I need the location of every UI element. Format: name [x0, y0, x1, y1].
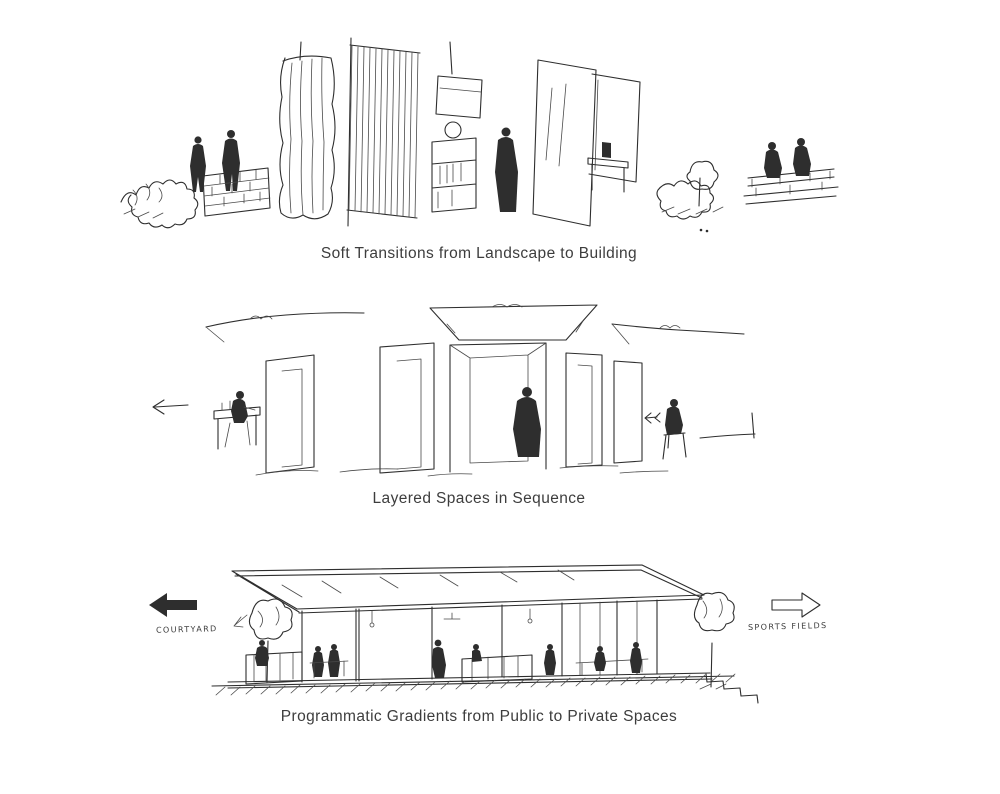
ceiling-fixtures [369, 608, 533, 628]
landscape-right [656, 160, 724, 220]
wall-layers [265, 342, 643, 474]
slat-screen [346, 37, 421, 227]
shelf-unit [431, 121, 477, 213]
right-arrow-icon [771, 592, 821, 618]
soft-transitions-sketch [120, 37, 839, 233]
glass-panels [532, 59, 641, 227]
brick-wall [202, 167, 271, 217]
layered-spaces-sketch [152, 304, 756, 477]
standing-figures-left [190, 130, 240, 192]
steps-right [705, 673, 759, 704]
interior-figures [245, 639, 649, 685]
programmatic-gradients-sketch [149, 564, 821, 704]
caption-programmatic-gradients: Programmatic Gradients from Public to Pr… [280, 708, 678, 725]
roof-plane [231, 564, 705, 614]
ground-lines [255, 465, 669, 477]
courtyard-pointer [233, 614, 248, 628]
center-figure [513, 387, 541, 457]
label-courtyard: COURTYARD [155, 624, 218, 635]
ceiling-planes [205, 304, 745, 345]
columns-mullions [301, 599, 658, 683]
direction-arrow-left [152, 399, 189, 415]
left-arrow-icon [149, 593, 197, 617]
caption-layered-spaces: Layered Spaces in Sequence [372, 490, 586, 507]
hanging-panel [435, 41, 483, 119]
caption-soft-transitions: Soft Transitions from Landscape to Build… [320, 245, 638, 262]
seated-figure-right [644, 399, 756, 460]
trees [248, 591, 735, 690]
robed-figure [495, 127, 518, 212]
bushes-left [120, 179, 199, 229]
ink-dots [699, 228, 709, 233]
floor-ground [211, 672, 736, 696]
desk-figure-left [213, 391, 261, 450]
curtain-panel [278, 41, 336, 220]
bench-figures-right [743, 138, 839, 205]
